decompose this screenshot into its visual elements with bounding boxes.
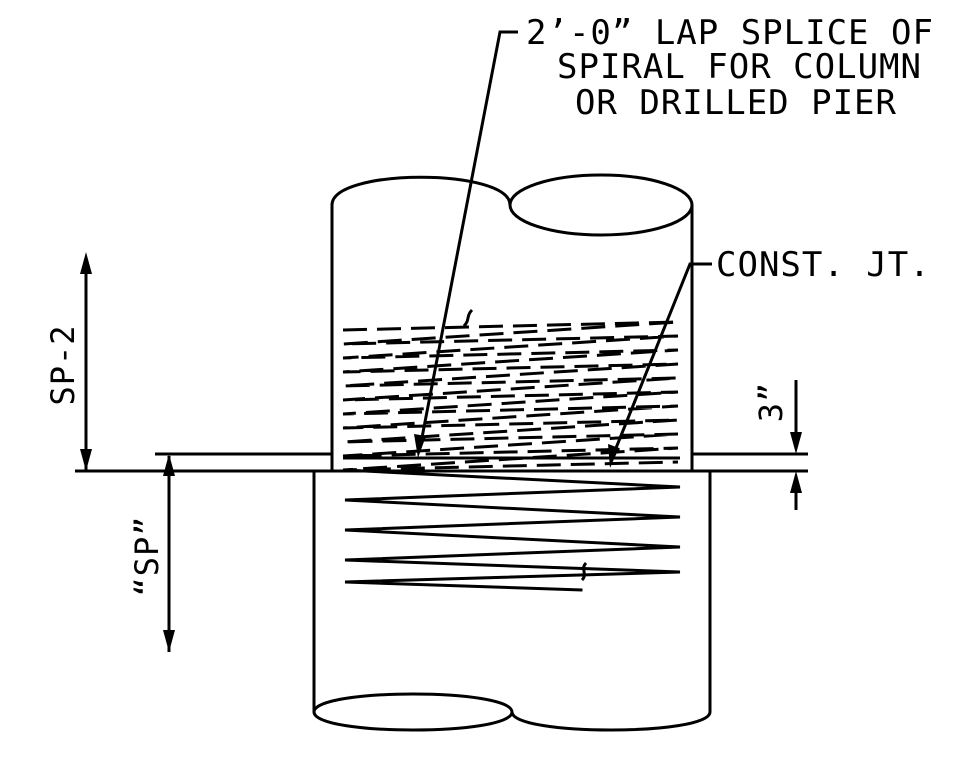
upper-spiral-end-hook xyxy=(462,308,474,328)
const-jt-label: CONST. JT. xyxy=(716,245,931,285)
sp-arrow-top xyxy=(163,454,175,476)
sp2-label: SP-2 xyxy=(44,324,82,405)
upper-column-break-ellipse xyxy=(508,173,694,237)
upper-spiral-path xyxy=(342,320,679,472)
upper-spiral-dashed xyxy=(342,320,679,472)
lap-splice-label-line1: 2’-0” LAP SPLICE OF xyxy=(526,13,934,53)
lap-splice-arrowhead xyxy=(414,434,426,458)
const-jt-arrowhead xyxy=(608,444,619,468)
sp-label: “SP” xyxy=(128,515,166,596)
upper-column xyxy=(330,173,694,470)
lap-splice-label-line3: OR DRILLED PIER xyxy=(575,83,897,123)
lap-splice-leader xyxy=(418,30,518,449)
three-inch-label: 3” xyxy=(752,382,790,423)
lower-column-break-right xyxy=(510,711,712,732)
sp2-arrow-top xyxy=(80,252,92,274)
lower-spiral-end-hook xyxy=(580,561,588,582)
lower-spiral-solid xyxy=(344,468,681,592)
lower-spiral-path xyxy=(344,468,681,592)
const-jt-leader xyxy=(610,262,712,459)
upper-column-body xyxy=(330,175,694,470)
lower-column-break-left xyxy=(312,692,514,732)
sp2-arrow-bottom xyxy=(80,449,92,471)
three-inch-arrow-top xyxy=(790,432,802,454)
sp-arrow-bottom xyxy=(163,630,175,652)
three-inch-arrow-bottom xyxy=(790,471,802,493)
lap-splice-label-line2: SPIRAL FOR COLUMN xyxy=(557,47,922,87)
